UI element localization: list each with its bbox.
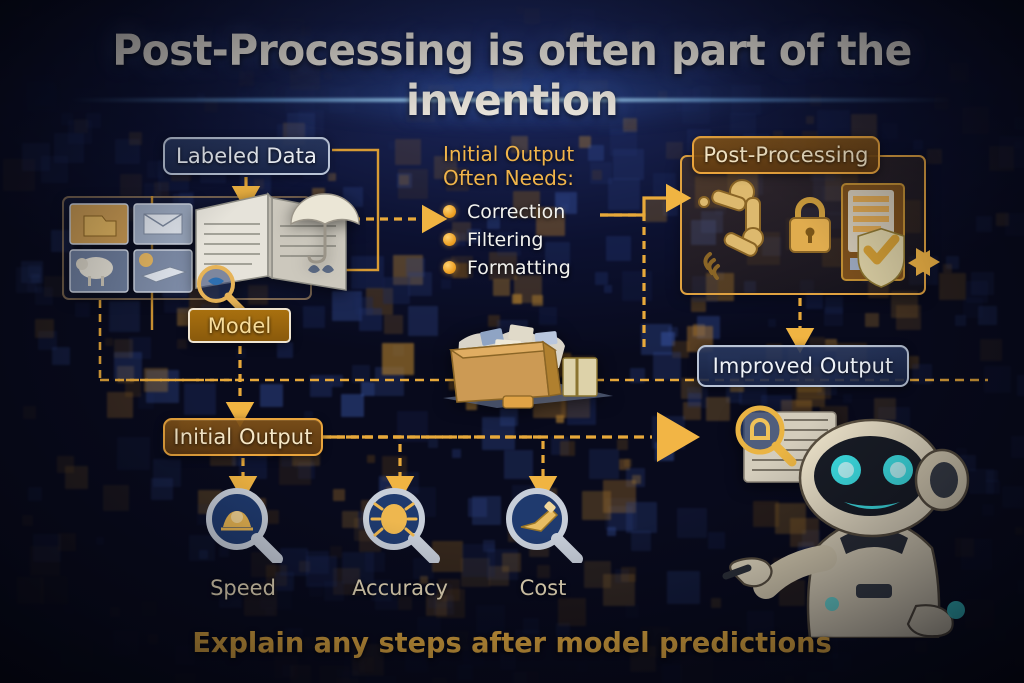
assistant-robot <box>720 398 1010 643</box>
needs-heading: Initial Output Often Needs: <box>443 142 643 191</box>
needs-heading-line1: Initial Output <box>443 142 575 166</box>
node-post-processing-label: Post-Processing <box>703 143 869 167</box>
metric-speed[interactable]: Speed <box>188 487 298 600</box>
needs-heading-line2: Often Needs: <box>443 166 575 191</box>
messy-output-crate <box>437 312 623 419</box>
list-item: Filtering <box>443 229 643 251</box>
metric-cost[interactable]: Cost <box>488 487 598 600</box>
node-initial-output-label: Initial Output <box>173 425 313 449</box>
robotic-arm-icon <box>698 179 764 280</box>
metric-label: Accuracy <box>352 576 448 600</box>
node-model-label: Model <box>207 313 272 338</box>
bullet-dot-icon <box>443 233 456 247</box>
node-initial-output[interactable]: Initial Output <box>163 418 323 456</box>
footer-caption: Explain any steps after model prediction… <box>192 626 832 659</box>
metric-label: Speed <box>210 576 276 600</box>
magnifier-cost-icon <box>506 488 583 565</box>
node-improved-output-label: Improved Output <box>712 354 894 378</box>
padlock-icon <box>789 197 831 253</box>
umbrella-icon <box>287 190 363 271</box>
node-labeled-data[interactable]: Labeled Data <box>163 137 330 175</box>
magnifier-speed-icon <box>206 488 283 565</box>
list-item: Correction <box>443 201 643 223</box>
node-model[interactable]: Model <box>188 308 291 343</box>
needs-item-label: Correction <box>467 200 566 223</box>
post-processing-icons <box>690 176 920 297</box>
initial-output-needs-block: Initial Output Often Needs: Correction F… <box>443 142 643 285</box>
node-improved-output[interactable]: Improved Output <box>697 345 909 387</box>
metric-label: Cost <box>519 576 567 600</box>
big-arrow-to-output <box>657 412 700 462</box>
needs-item-label: Formatting <box>467 256 571 279</box>
bullet-dot-icon <box>443 205 456 219</box>
node-post-processing[interactable]: Post-Processing <box>692 136 880 174</box>
needs-item-label: Filtering <box>467 228 544 251</box>
node-labeled-data-label: Labeled Data <box>176 144 317 168</box>
needs-list: Correction Filtering Formatting <box>443 201 643 279</box>
metric-accuracy[interactable]: Accuracy <box>345 487 455 600</box>
bullet-dot-icon <box>443 261 456 275</box>
magnifier-accuracy-icon <box>363 488 440 565</box>
list-item: Formatting <box>443 257 643 279</box>
